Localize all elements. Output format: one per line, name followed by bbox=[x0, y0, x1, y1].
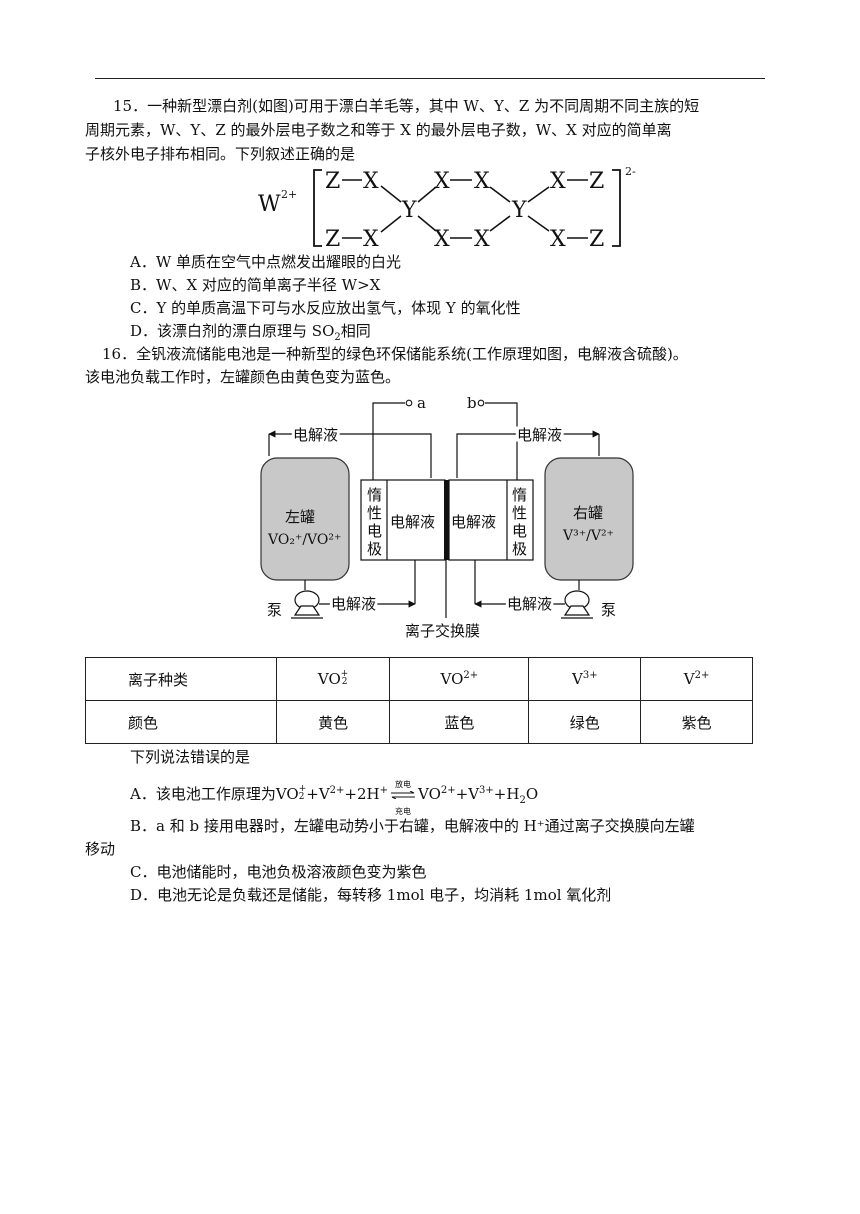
right-cell-electrolyte: 电解液 bbox=[451, 513, 496, 531]
cation-symbol: W bbox=[258, 192, 281, 217]
left-electrode-char: 性 bbox=[367, 504, 382, 522]
table-header-color: 颜色 bbox=[85, 700, 277, 744]
q15-option-b: B．W、X 对应的简单离子半径 W>X bbox=[130, 276, 381, 294]
atom: X bbox=[474, 169, 490, 194]
left-cell-electrolyte: 电解液 bbox=[390, 513, 435, 531]
atom: Z bbox=[589, 169, 604, 194]
q16-option-b-line1: B．a 和 b 接用电器时，左罐电动势小于右罐，电解液中的 H⁺通过离子交换膜向… bbox=[130, 817, 695, 835]
table-cell-ion: VO2+ bbox=[389, 657, 530, 701]
right-tank-title: 右罐 bbox=[573, 504, 603, 522]
right-pump-icon bbox=[561, 590, 593, 619]
left-electrode-char: 电 bbox=[367, 522, 382, 540]
left-electrode-char: 惰 bbox=[367, 486, 382, 504]
table-cell-color: 紫色 bbox=[640, 700, 753, 744]
table-row: 离子种类 VO+2 VO2+ V3+ V2+ bbox=[85, 657, 753, 701]
wires bbox=[372, 402, 518, 486]
terminal-b bbox=[477, 399, 485, 407]
left-pump-icon bbox=[291, 590, 323, 619]
table-cell-color: 绿色 bbox=[528, 700, 642, 744]
atom: Z bbox=[589, 227, 604, 252]
terminal-a-label: a bbox=[417, 394, 426, 412]
cell-right-half bbox=[448, 479, 534, 561]
table-cell-color: 黄色 bbox=[275, 700, 391, 744]
q16-option-d: D．电池无论是负载还是储能，每转移 1mol 电子，均消耗 1mol 氧化剂 bbox=[130, 886, 612, 904]
table-header-ion: 离子种类 bbox=[85, 657, 277, 701]
q16-option-c: C．电池储能时，电池负极溶液颜色变为紫色 bbox=[130, 863, 427, 881]
right-tank-species: V³⁺/V²⁺ bbox=[562, 528, 614, 544]
q16-stem-line1: 16．全钒液流储能电池是一种新型的绿色环保储能系统(工作原理如图，电解液含硫酸)… bbox=[102, 345, 688, 363]
right-electrode-char: 电 bbox=[512, 522, 527, 540]
atom: Z bbox=[325, 227, 340, 252]
table-cell-color: 蓝色 bbox=[389, 700, 530, 744]
table-cell-ion: VO+2 bbox=[275, 657, 391, 701]
left-tank-title: 左罐 bbox=[285, 508, 315, 526]
right-pump-label: 泵 bbox=[601, 601, 616, 619]
right-electrode-char: 惰 bbox=[512, 486, 527, 504]
atom: X bbox=[434, 227, 450, 252]
ion-color-table: 离子种类 VO+2 VO2+ V3+ V2+ 颜色 黄色 蓝色 绿色 紫色 bbox=[85, 657, 753, 744]
atom: X bbox=[434, 169, 450, 194]
atom: X bbox=[474, 227, 490, 252]
q16-question: 下列说法错误的是 bbox=[130, 748, 251, 766]
table-cell-ion: V2+ bbox=[640, 657, 753, 701]
q15-stem-line2: 周期元素，W、Y、Z 的最外层电子数之和等于 X 的最外层电子数，W、X 对应的… bbox=[85, 121, 672, 139]
q15-structure-diagram: W 2+ 2- Z X X X X Z Y Y Z X X X X Z bbox=[258, 165, 636, 252]
anion-charge: 2- bbox=[625, 165, 636, 178]
ion-exchange-membrane bbox=[444, 480, 449, 560]
left-pump-label: 泵 bbox=[267, 601, 282, 619]
bonds bbox=[342, 179, 588, 239]
q15-stem-line1: 15．一种新型漂白剂(如图)可用于漂白羊毛等，其中 W、Y、Z 为不同周期不同主… bbox=[113, 97, 700, 115]
right-bracket bbox=[612, 169, 621, 247]
atom: X bbox=[363, 169, 379, 194]
right-tank bbox=[544, 457, 634, 581]
pipe-label-bottom-right: 电解液 bbox=[507, 595, 552, 613]
q16-stem-line2: 该电池负载工作时，左罐颜色由黄色变为蓝色。 bbox=[85, 368, 401, 386]
pipe-label-bottom-left: 电解液 bbox=[331, 595, 376, 613]
q15-option-d: D．该漂白剂的漂白原理与 SO2相同 bbox=[130, 322, 371, 343]
cation-charge: 2+ bbox=[281, 188, 297, 201]
table-row: 颜色 黄色 蓝色 绿色 紫色 bbox=[85, 700, 753, 744]
pipe-label-top-left: 电解液 bbox=[293, 426, 338, 444]
right-electrode-char: 性 bbox=[512, 504, 527, 522]
atom: Y bbox=[511, 198, 527, 223]
q16-option-b-line2: 移动 bbox=[85, 840, 116, 858]
atom: Z bbox=[325, 169, 340, 194]
equilibrium-arrow-icon: 放电充电 bbox=[388, 780, 418, 816]
atom: Y bbox=[401, 198, 417, 223]
terminal-a bbox=[405, 399, 413, 407]
atom: X bbox=[363, 227, 379, 252]
q15-option-a: A．W 单质在空气中点燃发出耀眼的白光 bbox=[130, 253, 402, 271]
atom: X bbox=[550, 227, 566, 252]
battery-diagram: a b 电解液 电解液 左罐 VO₂⁺/VO²⁺ 右罐 V³⁺/V²⁺ 惰 性 … bbox=[260, 394, 634, 640]
atom: X bbox=[550, 169, 566, 194]
terminal-b-label: b bbox=[467, 394, 477, 412]
header-rule bbox=[95, 78, 765, 79]
left-tank-species: VO₂⁺/VO²⁺ bbox=[267, 532, 341, 548]
table-cell-ion: V3+ bbox=[528, 657, 642, 701]
right-electrode-char: 极 bbox=[512, 540, 527, 558]
pipe-label-top-right: 电解液 bbox=[517, 426, 562, 444]
left-electrode-char: 极 bbox=[367, 540, 382, 558]
q15-stem-line3: 子核外电子排布相同。下列叙述正确的是 bbox=[85, 145, 356, 163]
q15-option-c: C．Y 的单质高温下可与水反应放出氢气，体现 Y 的氧化性 bbox=[130, 299, 521, 317]
left-bracket bbox=[313, 169, 322, 247]
membrane-label: 离子交换膜 bbox=[405, 622, 480, 640]
